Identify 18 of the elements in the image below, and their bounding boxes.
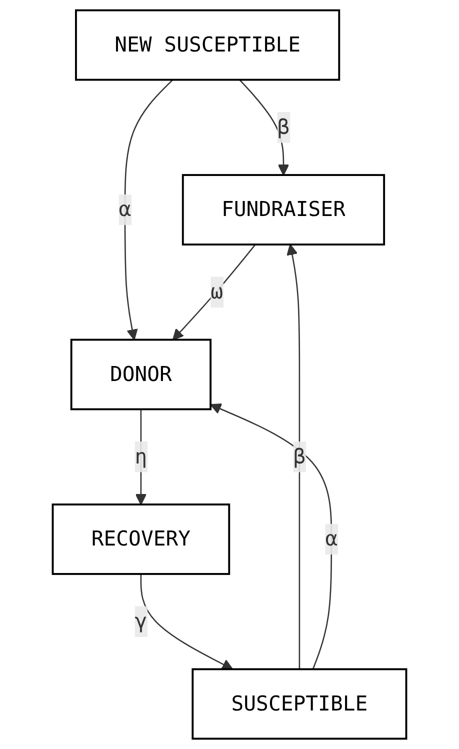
node-box: NEW SUSCEPTIBLE: [75, 9, 340, 81]
edge-label: α: [118, 196, 132, 222]
arrow: [286, 244, 300, 670]
edge-label: α: [325, 526, 338, 551]
edge-label: β: [277, 114, 290, 139]
arrow: [124, 79, 174, 340]
node-box: FUNDRAISER: [182, 174, 386, 246]
node-box: SUSCEPTIBLE: [192, 668, 408, 740]
node-box: DONOR: [70, 338, 212, 410]
arrow: [140, 574, 234, 670]
arrow: [210, 403, 332, 670]
edge-label: ω: [210, 279, 224, 304]
edge-label: η: [134, 444, 148, 468]
arrow: [239, 79, 290, 176]
arrow: [172, 244, 256, 340]
edge-label: γ: [134, 608, 148, 634]
node-box: RECOVERY: [52, 504, 230, 575]
edge-label: β: [293, 444, 306, 468]
